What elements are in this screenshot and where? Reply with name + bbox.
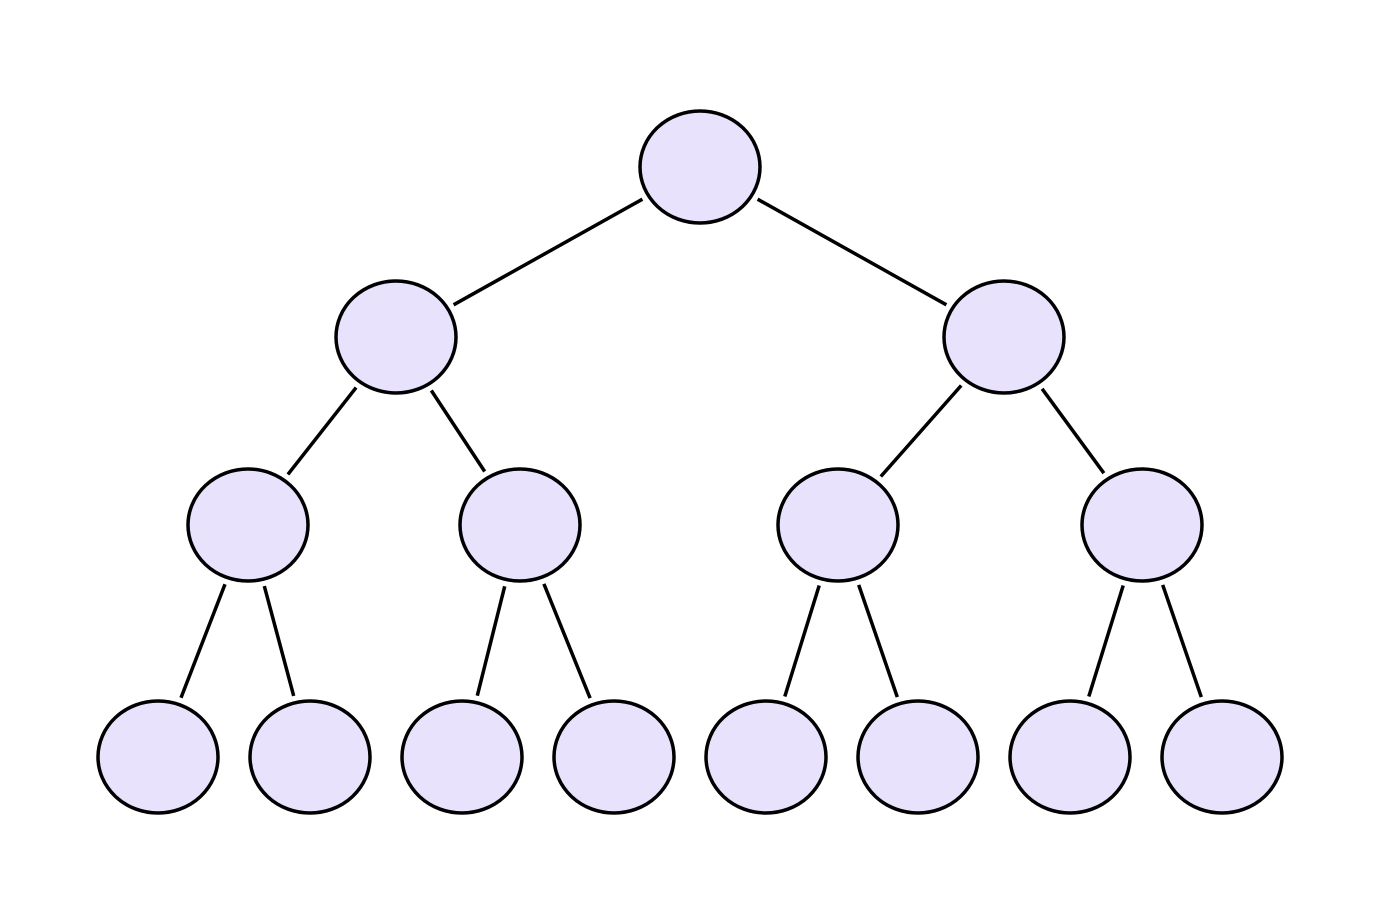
tree-edge-n4-n10	[542, 583, 592, 699]
tree-edge-n0-n1	[452, 197, 644, 307]
tree-edge-n2-n5	[879, 384, 963, 478]
nodes-layer	[96, 109, 1284, 815]
tree-edge-n5-n12	[857, 584, 899, 698]
tree-node-n9	[400, 699, 524, 815]
tree-node-n0	[638, 109, 762, 225]
tree-edge-n6-n13	[1087, 584, 1125, 698]
tree-node-n5	[776, 467, 900, 583]
tree-edge-n3-n7	[179, 583, 227, 699]
edges-layer	[179, 197, 1203, 699]
tree-node-n1	[334, 279, 458, 395]
tree-edge-n6-n14	[1161, 584, 1203, 698]
tree-node-n10	[552, 699, 676, 815]
tree-node-n2	[942, 279, 1066, 395]
tree-node-n3	[186, 467, 310, 583]
tree-edge-n4-n9	[475, 585, 507, 697]
tree-edge-n1-n4	[429, 389, 487, 473]
tree-edge-n5-n11	[783, 584, 821, 698]
tree-node-n11	[704, 699, 828, 815]
tree-node-n7	[96, 699, 220, 815]
tree-node-n14	[1160, 699, 1284, 815]
tree-node-n13	[1008, 699, 1132, 815]
tree-node-n6	[1080, 467, 1204, 583]
tree-edge-n3-n8	[262, 585, 296, 697]
tree-node-n4	[458, 467, 582, 583]
tree-node-n12	[856, 699, 980, 815]
tree-edge-n1-n3	[286, 386, 358, 476]
tree-edge-n0-n2	[756, 197, 948, 307]
tree-node-n8	[248, 699, 372, 815]
tree-edge-n2-n6	[1040, 387, 1106, 475]
